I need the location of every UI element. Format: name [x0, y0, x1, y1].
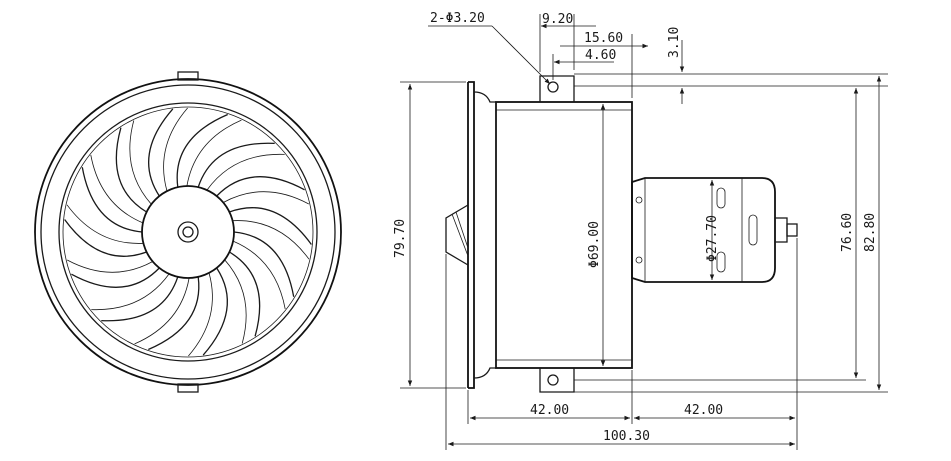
fan-blade [81, 167, 143, 233]
shaft-circle [182, 226, 194, 238]
dim-42-right: 42.00 [684, 403, 723, 418]
fan-blade [176, 113, 228, 188]
fan-blade [64, 219, 147, 257]
fan-blade-edge [232, 240, 286, 310]
fan-blade [216, 176, 305, 197]
bell-mouth-top [473, 91, 496, 103]
motor-can [631, 177, 776, 283]
fan-blade [148, 108, 174, 197]
fan-blade [197, 142, 275, 188]
fan-blade-edge [134, 277, 190, 345]
mount-hole-top [547, 81, 559, 93]
fan-blade-edge [206, 153, 285, 191]
duct-circle [58, 102, 318, 362]
dim-79-70: 79.70 [393, 219, 408, 258]
outer-rim-inner-circle [40, 84, 336, 380]
mount-ear-bottom [539, 368, 575, 393]
mount-hole-bottom [547, 374, 559, 386]
fan-blade-edge [223, 191, 309, 205]
fan-blade [148, 276, 200, 351]
fan-blade [233, 231, 295, 297]
fan-blade-edge [224, 259, 247, 344]
dim-82-80: 82.80 [863, 213, 878, 252]
motor-slot-2 [748, 214, 758, 246]
fan-blade-edge [188, 272, 213, 357]
fan-blades [64, 107, 312, 357]
dim-15-60: 15.60 [584, 31, 623, 46]
fan-blade [229, 251, 261, 337]
fan-blade-edge [66, 204, 144, 244]
dim-76-60: 76.60 [840, 213, 855, 252]
hub-inner-circle [177, 221, 199, 243]
outer-rim-circle [34, 78, 342, 386]
dim-9-20: 9.20 [542, 12, 573, 27]
fan-blade [101, 276, 179, 322]
dim-100-30: 100.30 [603, 429, 650, 444]
duct-body [495, 101, 633, 369]
fan-blade [115, 127, 147, 213]
spinner-cone [445, 204, 469, 266]
motor-slot-1 [716, 187, 726, 209]
motor-shaft-tip [786, 223, 798, 237]
fan-blade [202, 267, 228, 356]
fan-blade [71, 267, 160, 288]
mount-ear-top [539, 75, 575, 102]
dim-diameter-69: Φ69.00 [587, 221, 602, 268]
fan-blade [229, 207, 312, 245]
mount-tab-top [177, 71, 199, 81]
fan-blade-edge [90, 154, 144, 224]
fan-blade-edge [186, 119, 242, 187]
motor-shaft-nut [774, 217, 788, 243]
motor-slot-3 [716, 251, 726, 273]
front-view [34, 71, 342, 393]
fan-blade-edge [67, 259, 153, 273]
hub-circle [141, 185, 235, 279]
duct-inner-circle [62, 106, 314, 358]
fan-blade-edge [129, 120, 152, 205]
dim-4-60: 4.60 [585, 48, 616, 63]
fan-blade-edge [91, 273, 170, 311]
bell-mouth-bottom [473, 367, 496, 379]
dim-hole-spec: 2-Φ3.20 [430, 11, 485, 26]
dim-3-10: 3.10 [667, 27, 682, 58]
side-view: 79.70 Φ69.00 Φ27.70 76.60 82.80 3.10 9.2… [393, 11, 888, 450]
fan-blade-edge [163, 107, 188, 192]
dim-42-left: 42.00 [530, 403, 569, 418]
fan-blade-edge [232, 220, 310, 260]
dim-diameter-27-70: Φ27.70 [705, 215, 720, 262]
intake-flange [467, 81, 475, 389]
mount-tab-bottom [177, 383, 199, 393]
